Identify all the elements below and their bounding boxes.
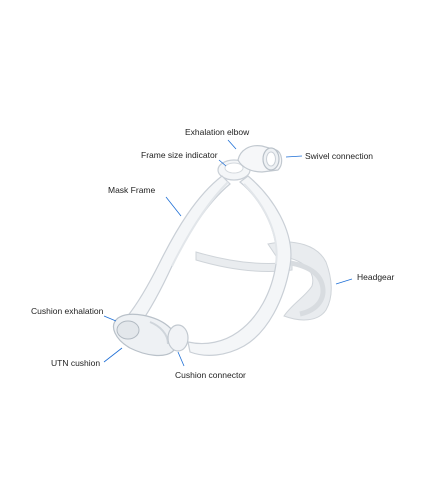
label-cushion-exhalation: Cushion exhalation — [31, 306, 104, 316]
label-exhalation-elbow: Exhalation elbow — [185, 127, 250, 137]
pointer-exhalation-elbow — [227, 139, 237, 150]
pointer-frame-size-indicator — [218, 159, 227, 167]
exhalation-elbow-part — [237, 145, 283, 173]
label-headgear: Headgear — [357, 272, 395, 282]
pointer-headgear — [335, 278, 353, 285]
label-mask-frame: Mask Frame — [108, 185, 156, 195]
pointer-cushion-exhalation — [103, 315, 117, 322]
utn-cushion-part — [113, 313, 189, 357]
label-frame-size-indicator: Frame size indicator — [141, 150, 218, 160]
callout-pointers — [103, 139, 353, 367]
label-swivel-connection: Swivel connection — [305, 151, 374, 161]
label-cushion-connector: Cushion connector — [175, 370, 246, 380]
pointer-utn-cushion — [103, 347, 123, 363]
pointer-swivel-connection — [285, 155, 303, 158]
headgear-strap — [195, 241, 332, 321]
pointer-cushion-connector — [177, 351, 185, 367]
label-utn-cushion: UTN cushion — [51, 358, 101, 368]
pointer-mask-frame — [165, 196, 182, 217]
